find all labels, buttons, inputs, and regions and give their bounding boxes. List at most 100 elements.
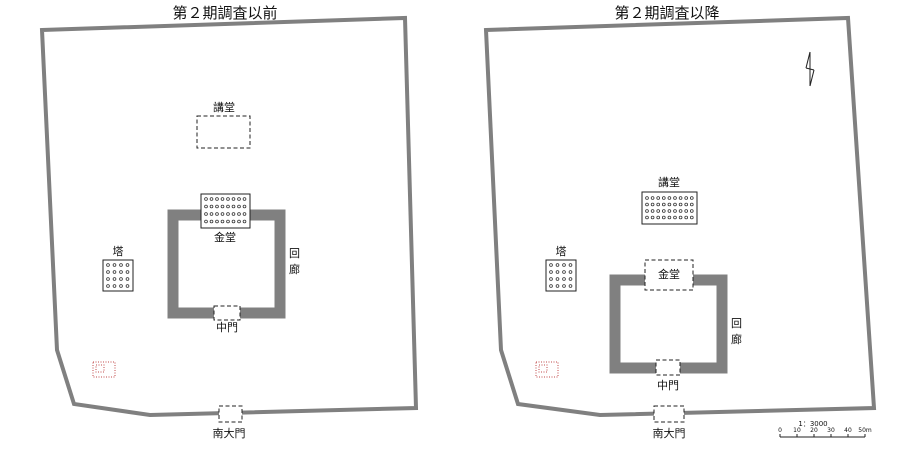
pillar-dot <box>667 209 672 213</box>
pillar-dot <box>106 277 110 281</box>
left-label-to: 塔 <box>113 245 124 258</box>
pillar-dot <box>119 284 123 288</box>
pillar-dot <box>650 196 655 200</box>
left-label-kodo: 講堂 <box>213 100 235 114</box>
pillar-dot <box>204 204 208 209</box>
right-label-nandaimon: 南大門 <box>653 426 686 440</box>
pillar-dot <box>549 263 553 267</box>
pillar-dot <box>645 215 649 220</box>
pillar-dot <box>125 284 130 288</box>
pillar-dot <box>204 197 208 201</box>
pillar-dot <box>645 202 649 207</box>
scale-tick-label: 30 <box>827 427 835 434</box>
pillar-dot <box>215 197 219 201</box>
pillar-dot <box>673 202 677 207</box>
left-pagoda-pillars <box>106 263 130 288</box>
pillar-dot <box>242 204 247 209</box>
left-label-kairo-2: 廊 <box>289 262 300 276</box>
pillar-dot <box>645 196 649 200</box>
left-main-hall-pillars <box>204 197 247 224</box>
left-site-marker-inner <box>95 364 105 373</box>
left-label-nandaimon: 南大門 <box>213 426 246 440</box>
pillar-dot <box>555 263 560 267</box>
pillar-dot <box>568 263 573 267</box>
pillar-dot <box>650 215 655 220</box>
pillar-dot <box>568 277 573 281</box>
pillar-dot <box>106 270 110 274</box>
pillar-dot <box>689 202 694 207</box>
pillar-dot <box>215 204 219 209</box>
scale-tick-label: 0 <box>778 427 782 434</box>
right-precinct-wall <box>483 15 877 418</box>
pillar-dot <box>106 284 110 288</box>
pillar-dot <box>209 197 214 201</box>
pillar-dot <box>555 284 560 288</box>
pillar-dot <box>226 219 230 224</box>
pillar-dot <box>678 196 683 200</box>
pillar-dot <box>220 219 225 224</box>
right-panel: 第２期調査以降 講堂 金堂 塔 回 廊 中門 南 <box>483 4 877 440</box>
pillar-dot <box>231 212 236 216</box>
pillar-dot <box>549 277 553 281</box>
pillar-dot <box>112 270 117 274</box>
pillar-dot <box>220 212 225 216</box>
pillar-dot <box>237 212 241 216</box>
pillar-dot <box>242 197 247 201</box>
right-label-kodo: 講堂 <box>658 175 680 189</box>
pillar-dot <box>667 215 672 220</box>
pillar-dot <box>689 215 694 220</box>
pillar-dot <box>678 209 683 213</box>
right-middle-gate <box>655 359 681 376</box>
scale-ratio: 1：3000 <box>798 420 827 428</box>
left-south-gate <box>218 405 243 423</box>
scale-tick-label: 50m <box>858 427 872 434</box>
pillar-dot <box>226 204 230 209</box>
pillar-dot <box>237 197 241 201</box>
pillar-dot <box>684 196 688 200</box>
pillar-dot <box>684 209 688 213</box>
pillar-dot <box>568 284 573 288</box>
pillar-dot <box>689 209 694 213</box>
pillar-dot <box>673 215 677 220</box>
pillar-dot <box>645 209 649 213</box>
pillar-dot <box>242 212 247 216</box>
pillar-dot <box>125 277 130 281</box>
pillar-dot <box>119 277 123 281</box>
pillar-dot <box>661 196 666 200</box>
pillar-dot <box>231 197 236 201</box>
pillar-dot <box>667 196 672 200</box>
left-title: 第２期調査以前 <box>172 4 277 22</box>
right-label-chumon: 中門 <box>657 379 679 392</box>
left-corridor <box>167 209 286 319</box>
pillar-dot <box>209 204 214 209</box>
pillar-dot <box>678 215 683 220</box>
right-title: 第２期調査以降 <box>614 4 719 22</box>
north-arrow-icon <box>805 51 815 87</box>
right-lecture-hall-pillars <box>645 196 694 220</box>
right-pagoda-pillars <box>549 263 573 288</box>
pillar-dot <box>237 204 241 209</box>
pillar-dot <box>661 202 666 207</box>
pillar-dot <box>673 196 677 200</box>
pillar-dot <box>119 263 123 267</box>
pillar-dot <box>215 219 219 224</box>
scale-tick-label: 10 <box>793 427 801 434</box>
pillar-dot <box>678 202 683 207</box>
pillar-dot <box>112 284 117 288</box>
right-label-kondo: 金堂 <box>658 267 680 281</box>
pillar-dot <box>549 270 553 274</box>
pillar-dot <box>119 270 123 274</box>
right-label-kairo-1: 回 <box>731 317 742 330</box>
pillar-dot <box>650 202 655 207</box>
left-site-marker <box>92 361 116 378</box>
pillar-dot <box>204 219 208 224</box>
pillar-dot <box>562 263 566 267</box>
pillar-dot <box>656 215 660 220</box>
pillar-dot <box>125 270 130 274</box>
left-precinct-wall <box>39 15 419 418</box>
pillar-dot <box>656 202 660 207</box>
left-label-chumon: 中門 <box>216 321 238 334</box>
pillar-dot <box>242 219 247 224</box>
scale-tick-label: 40 <box>844 427 852 434</box>
